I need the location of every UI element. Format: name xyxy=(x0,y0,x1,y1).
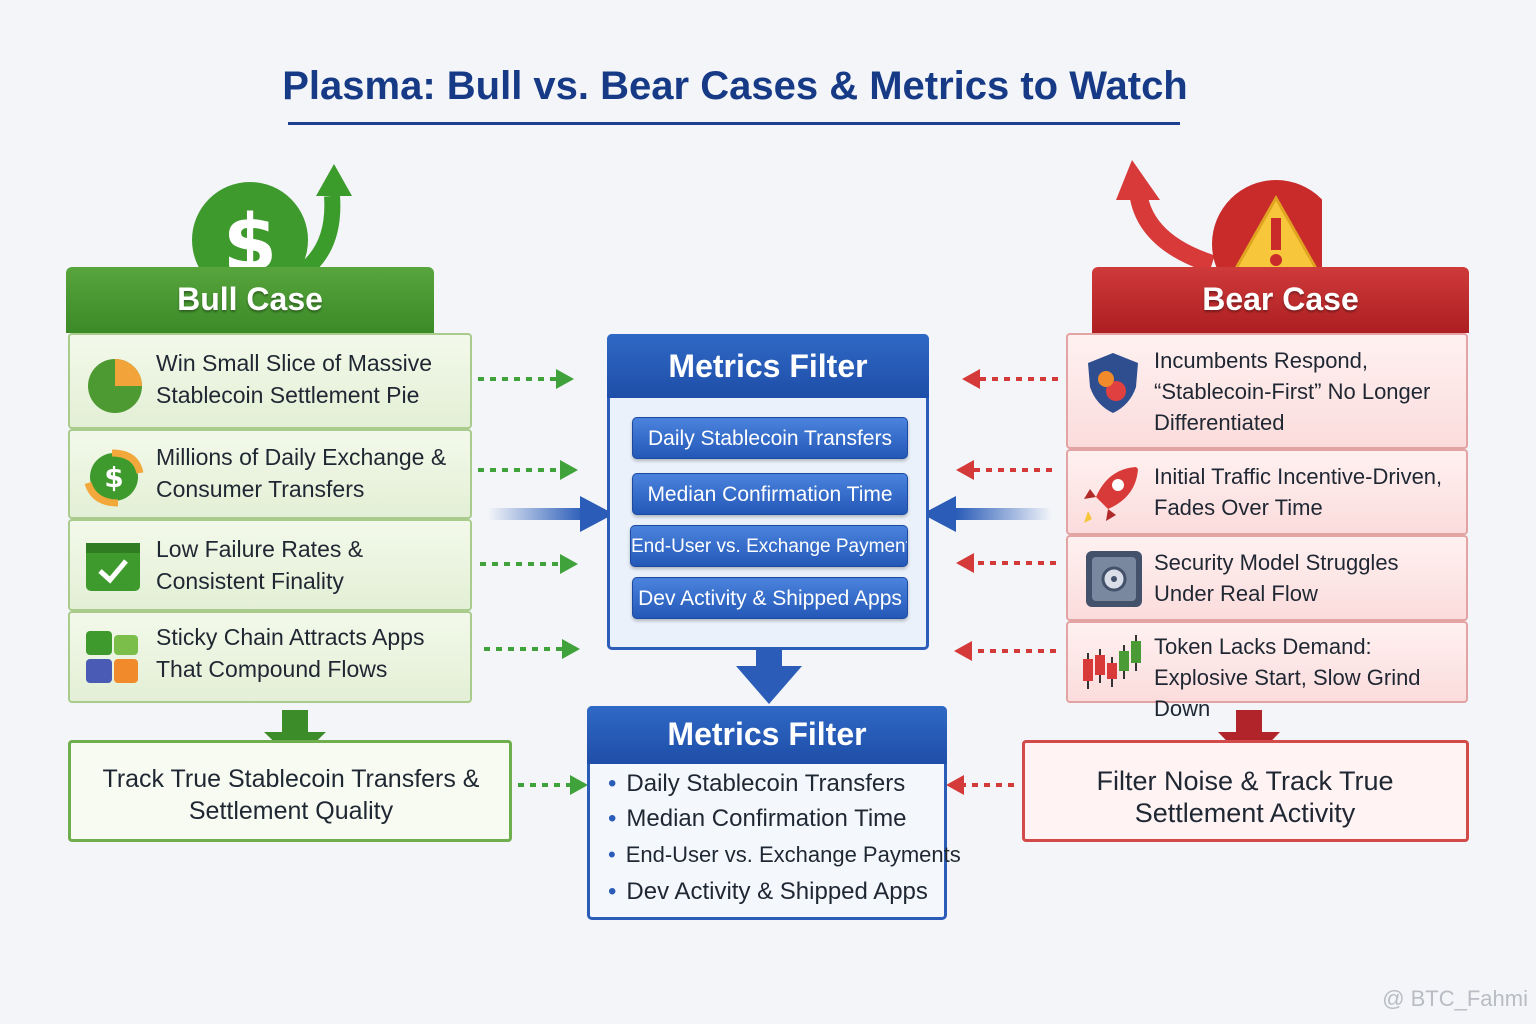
dollar-exchange-icon: $ xyxy=(84,449,144,507)
bear-item: Token Lacks Demand: Explosive Start, Slo… xyxy=(1066,621,1468,721)
svg-text:$: $ xyxy=(104,461,123,494)
bull-item: Low Failure Rates & Consistent Finality xyxy=(68,519,472,611)
shield-icon xyxy=(1088,353,1138,413)
bear-item: Security Model Struggles Under Real Flow xyxy=(1066,535,1468,621)
rocket-icon xyxy=(1084,467,1138,523)
bear-item-text: Security Model Struggles Under Real Flow xyxy=(1154,550,1399,606)
bull-item-text: Millions of Daily Exchange & Consumer Tr… xyxy=(156,444,447,502)
bull-item-text: Sticky Chain Attracts Apps That Compound… xyxy=(156,624,425,682)
bear-item-text: Initial Traffic Incentive-Driven, Fades … xyxy=(1154,464,1443,520)
bear-outcome-text: Filter Noise & Track True Settlement Act… xyxy=(1096,766,1394,828)
bull-item: $ Millions of Daily Exchange & Consumer … xyxy=(68,429,472,519)
watermark: @ BTC_Fahmi xyxy=(1382,986,1528,1011)
bear-item-text: Token Lacks Demand: Explosive Start, Slo… xyxy=(1154,634,1421,721)
checkmark-folder-icon xyxy=(86,543,140,591)
metric-bullet: Daily Stablecoin Transfers xyxy=(608,770,905,798)
pie-chart-icon xyxy=(88,359,142,413)
bull-item-text: Win Small Slice of Massive Stablecoin Se… xyxy=(156,350,433,408)
bear-outcome-box: Filter Noise & Track True Settlement Act… xyxy=(1022,740,1469,842)
app-blocks-icon xyxy=(86,631,138,683)
metrics-filter-bottom-header: Metrics Filter xyxy=(587,706,947,764)
metric-pill: Daily Stablecoin Transfers xyxy=(632,417,908,459)
bull-item: Sticky Chain Attracts Apps That Compound… xyxy=(68,611,472,703)
bull-case-header: Bull Case xyxy=(66,267,434,333)
bear-item: Incumbents Respond, “Stablecoin-First” N… xyxy=(1066,333,1468,449)
bull-dotted-arrows xyxy=(478,369,588,795)
metric-bullet: Median Confirmation Time xyxy=(608,805,906,833)
title-underline xyxy=(288,122,1180,125)
metric-bullet: End-User vs. Exchange Payments xyxy=(608,842,961,868)
warning-down-icon xyxy=(1116,160,1322,286)
bull-item-text: Low Failure Rates & Consistent Finality xyxy=(156,536,364,594)
metric-pill: Median Confirmation Time xyxy=(632,473,908,515)
bear-case-header: Bear Case xyxy=(1092,267,1469,333)
page-title: Plasma: Bull vs. Bear Cases & Metrics to… xyxy=(282,64,1188,108)
metric-pill: End-User vs. Exchange Payments xyxy=(630,525,908,567)
blue-arrow-left-head xyxy=(580,496,614,532)
bull-outcome-text: Track True Stablecoin Transfers & Settle… xyxy=(102,765,480,825)
blue-arrow-right-head xyxy=(922,496,956,532)
candlestick-icon xyxy=(1083,635,1141,689)
metric-bullet: Dev Activity & Shipped Apps xyxy=(608,878,928,906)
bear-item-text: Incumbents Respond, “Stablecoin-First” N… xyxy=(1154,348,1431,435)
blue-arrow-left-shaft xyxy=(488,508,584,520)
bear-dotted-arrows xyxy=(946,369,1058,795)
blue-arrow-right-shaft xyxy=(956,508,1052,520)
bull-outcome-box: Track True Stablecoin Transfers & Settle… xyxy=(68,740,512,842)
bull-item: Win Small Slice of Massive Stablecoin Se… xyxy=(68,333,472,429)
vault-icon xyxy=(1086,551,1142,607)
bear-item: Initial Traffic Incentive-Driven, Fades … xyxy=(1066,449,1468,535)
metrics-filter-top-header: Metrics Filter xyxy=(607,334,929,398)
metric-pill: Dev Activity & Shipped Apps xyxy=(632,577,908,619)
